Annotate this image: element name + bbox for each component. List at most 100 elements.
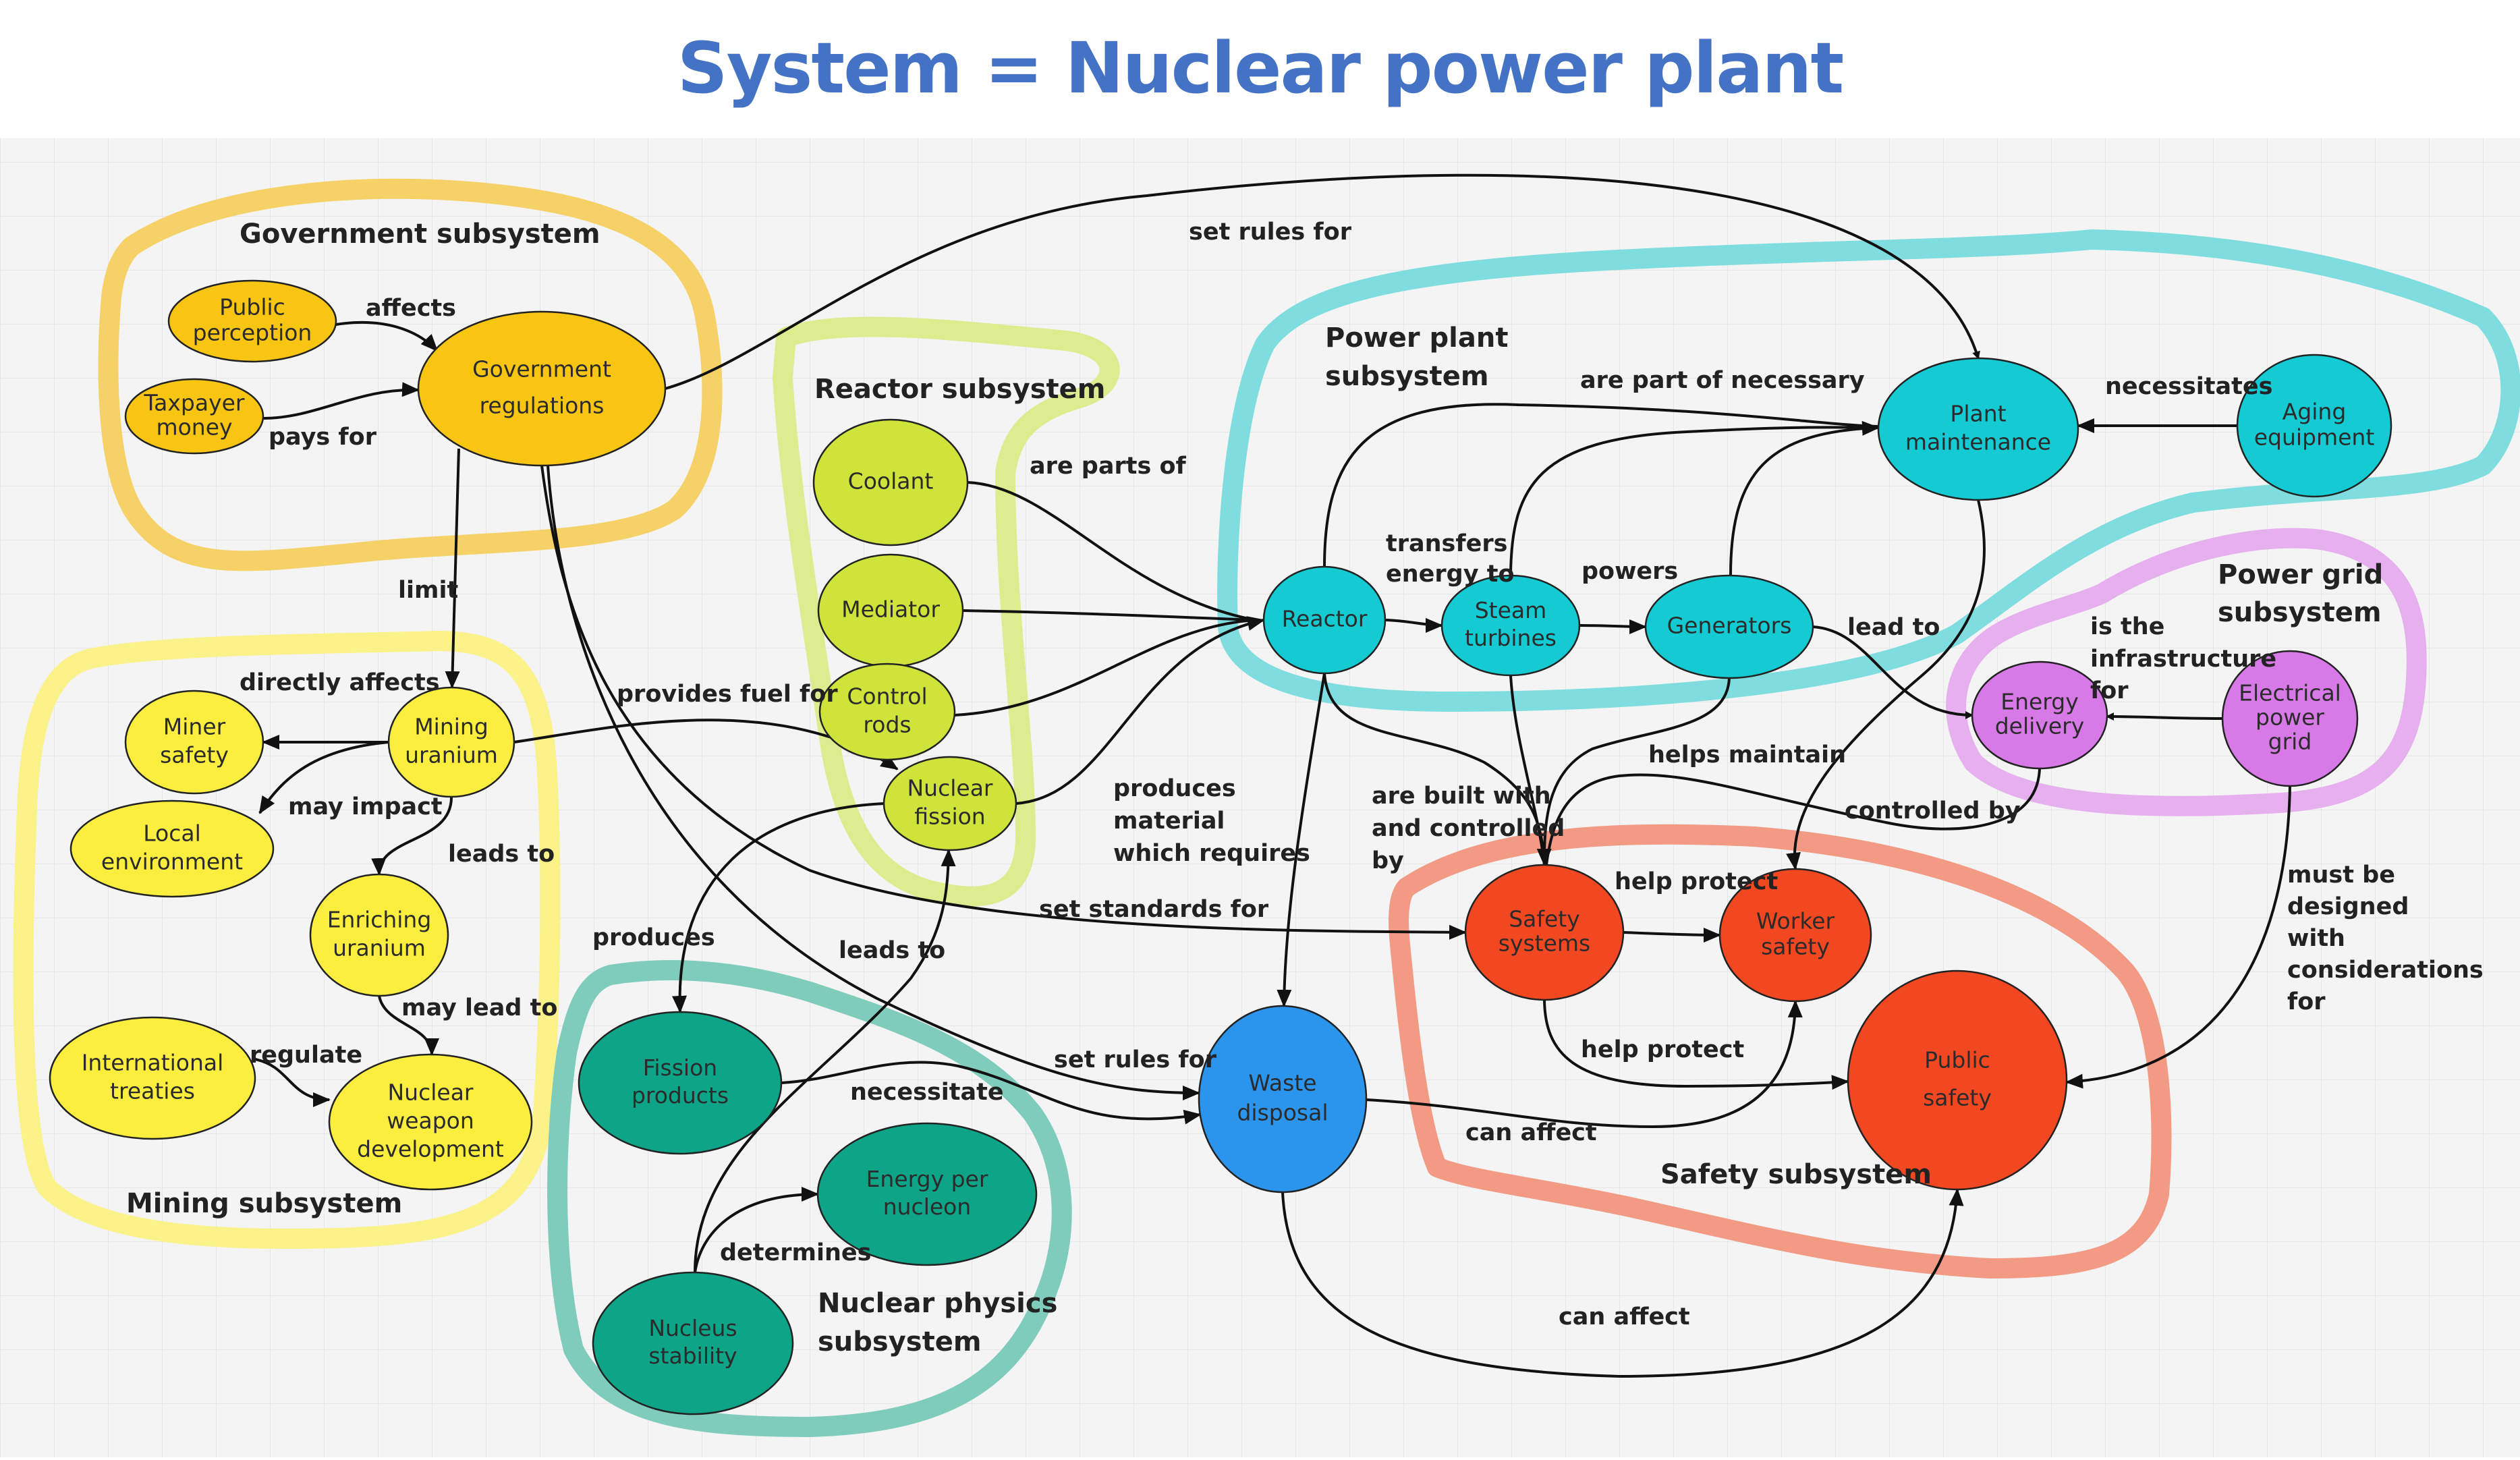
edge-label-help-protect-top: help protect — [1615, 868, 1778, 895]
node-safety-systems-label: systems — [1499, 930, 1591, 956]
edge-reactor-part-of-maintenance — [1323, 403, 1879, 567]
node-aging-equipment-shape[interactable] — [2236, 354, 2392, 498]
node-local-environment-label: Local — [143, 820, 201, 846]
node-nuclear-fission-label: fission — [914, 804, 985, 830]
node-government-regulations-shape[interactable] — [417, 310, 667, 467]
node-mining-uranium[interactable]: Mining uranium — [387, 686, 515, 798]
nuclear-physics-subsystem-outline — [547, 960, 1072, 1437]
node-taxpayer-money-label: money — [156, 414, 232, 440]
node-miner-safety-shape[interactable] — [124, 690, 264, 795]
node-coolant-label: Coolant — [848, 468, 934, 495]
node-waste-disposal-shape[interactable] — [1198, 1005, 1368, 1194]
node-government-regulations-label: Government — [472, 356, 611, 383]
node-public-perception-shape[interactable] — [167, 279, 337, 363]
edge-waste-can-affect-worker — [1366, 1000, 1803, 1129]
edge-turbines-part-of-maintenance — [1509, 426, 1879, 576]
edge-label-transfers-1: transfers — [1386, 530, 1507, 557]
edge-government-set-rules-for-waste — [547, 465, 1200, 1100]
edge-label-built-3: by — [1372, 847, 1404, 874]
reactor-subsystem-label: Reactor subsystem — [814, 374, 1105, 405]
node-generators[interactable]: Generators — [1644, 574, 1814, 679]
node-local-environment-shape[interactable] — [69, 799, 275, 898]
edge-treaties-regulate-weapons — [254, 1058, 331, 1107]
edge-turbines-built-with-safety-systems — [1509, 675, 1546, 866]
node-mining-uranium-shape[interactable] — [387, 686, 515, 798]
node-enriching-uranium-shape[interactable] — [309, 873, 449, 997]
node-reactor[interactable]: Reactor — [1262, 565, 1387, 675]
node-generators-shape[interactable] — [1644, 574, 1814, 679]
node-control-rods-label: rods — [863, 712, 911, 738]
edge-safety-systems-help-protect-worker — [1623, 927, 1721, 943]
node-coolant[interactable]: Coolant — [812, 418, 969, 546]
node-public-safety-shape[interactable] — [1847, 970, 2068, 1191]
node-mediator[interactable]: Mediator — [817, 553, 964, 668]
edge-safety-systems-help-protect-public — [1543, 999, 1849, 1090]
edge-enriching-may-lead-to-weapons — [378, 995, 439, 1056]
edge-label-transfers-2: energy to — [1386, 561, 1514, 588]
node-reactor-shape[interactable] — [1262, 565, 1387, 675]
node-control-rods-shape[interactable] — [818, 663, 956, 761]
node-electrical-power-grid-shape[interactable] — [2221, 650, 2359, 787]
node-coolant-shape[interactable] — [812, 418, 969, 546]
edge-government-set-rules-for-plant-maintenance — [665, 173, 1980, 390]
node-electrical-power-grid-label: Electrical — [2239, 680, 2341, 706]
power-plant-subsystem-label-1: Power plant — [1325, 322, 1508, 354]
edge-label-must-5: for — [2287, 988, 2326, 1015]
node-steam-turbines-shape[interactable] — [1440, 574, 1581, 677]
node-fission-products-label: Fission — [643, 1055, 717, 1081]
node-electrical-power-grid-label: grid — [2268, 728, 2312, 754]
node-nucleus-stability-shape[interactable] — [592, 1271, 794, 1415]
node-nuclear-weapon-development-shape[interactable] — [328, 1053, 533, 1191]
node-waste-disposal-label: Waste — [1248, 1070, 1316, 1096]
node-worker-safety-shape[interactable] — [1718, 868, 1872, 1003]
node-nuclear-fission-shape[interactable] — [883, 756, 1017, 851]
node-energy-per-nucleon-shape[interactable] — [816, 1122, 1038, 1266]
node-electrical-power-grid-label: power — [2256, 704, 2324, 731]
node-fission-products-shape[interactable] — [578, 1011, 783, 1155]
edge-label-lead-to: lead to — [1847, 614, 1940, 641]
node-mining-uranium-label: Mining — [414, 713, 488, 739]
edge-label-limit: limit — [398, 577, 458, 604]
edge-government-set-standards-for-safety — [540, 465, 1467, 940]
edge-maintenance-helps-maintain-worker-safety — [1786, 499, 1986, 870]
node-taxpayer-money-shape[interactable] — [124, 378, 264, 455]
node-mining-uranium-label: uranium — [405, 742, 498, 768]
node-safety-systems-shape[interactable] — [1464, 864, 1625, 1001]
node-public-perception-label: perception — [193, 320, 312, 346]
edge-label-produces-material-2: material — [1113, 808, 1225, 835]
node-worker-safety-label: safety — [1761, 934, 1830, 960]
node-plant-maintenance-shape[interactable] — [1877, 357, 2079, 501]
edge-fission-part-of-reactor — [1015, 616, 1265, 805]
edge-label-powers: powers — [1581, 558, 1678, 585]
edge-label-leads-to-enrich: leads to — [448, 841, 555, 868]
node-energy-delivery-label: Energy — [2000, 689, 2079, 715]
edge-label-determines: determines — [720, 1239, 871, 1266]
edge-nucleus-determines-energy-per-nucleon — [694, 1187, 819, 1273]
node-energy-delivery-shape[interactable] — [1971, 661, 2108, 770]
mining-subsystem-label: Mining subsystem — [126, 1188, 402, 1219]
node-international-treaties-shape[interactable] — [49, 1016, 256, 1140]
node-enriching-uranium-label: Enriching — [327, 906, 432, 932]
